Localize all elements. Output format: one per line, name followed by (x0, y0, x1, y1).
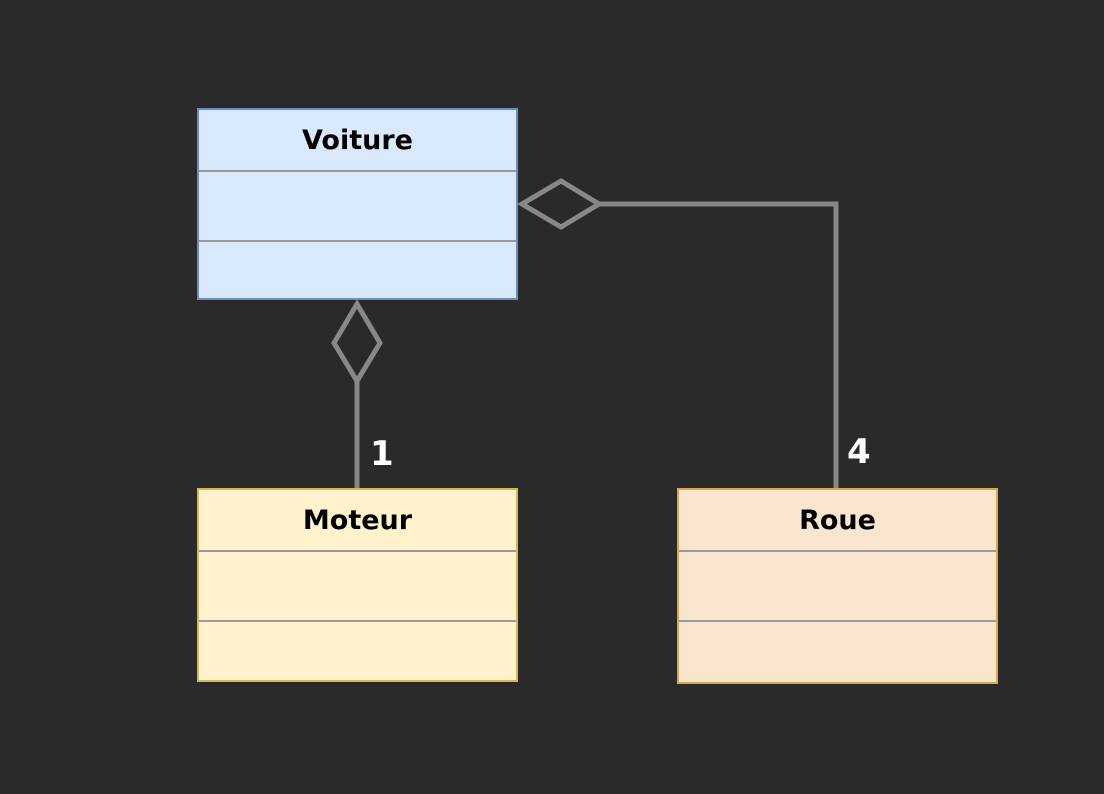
aggregation-diamond-moteur (331, 299, 383, 386)
operations-compartment (679, 622, 996, 682)
association-line-roue (599, 201, 839, 489)
class-voiture[interactable]: Voiture (197, 108, 518, 300)
multiplicity-roue: 4 (847, 432, 871, 472)
class-roue[interactable]: Roue (677, 488, 998, 684)
class-name: Moteur (199, 490, 516, 552)
class-name: Voiture (199, 110, 516, 172)
class-name: Roue (679, 490, 996, 552)
aggregation-voiture-moteur[interactable] (331, 299, 383, 489)
attributes-compartment (199, 552, 516, 622)
attributes-compartment (199, 172, 516, 242)
attributes-compartment (679, 552, 996, 622)
aggregation-voiture-roue[interactable] (517, 178, 839, 489)
class-moteur[interactable]: Moteur (197, 488, 518, 682)
aggregation-diamond-roue (517, 178, 604, 230)
operations-compartment (199, 242, 516, 298)
multiplicity-moteur: 1 (370, 434, 394, 474)
operations-compartment (199, 622, 516, 680)
